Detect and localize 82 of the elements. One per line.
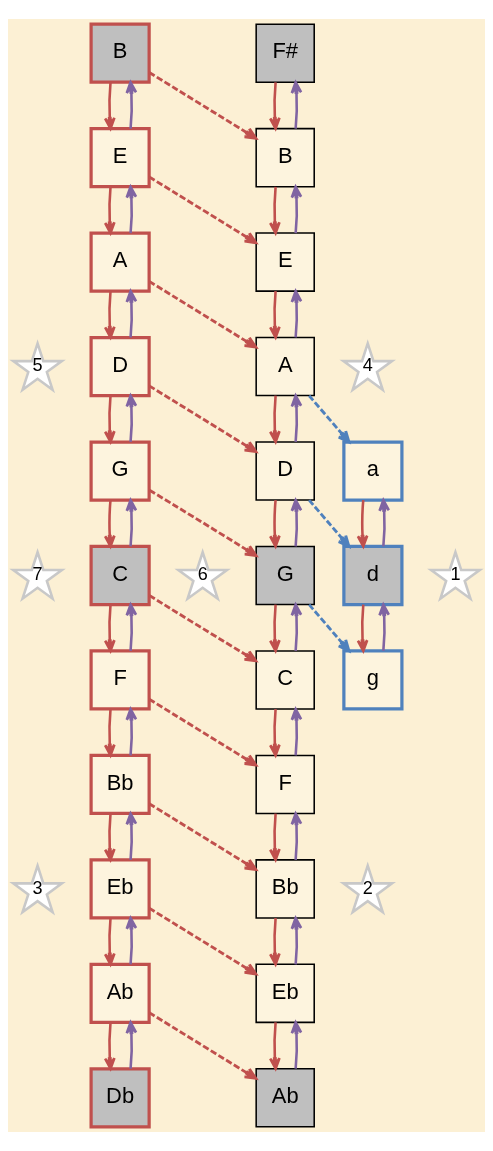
arrow	[103, 604, 116, 653]
node-box: Ab	[255, 1068, 315, 1128]
arrow	[356, 604, 369, 653]
node-box: E	[89, 127, 151, 189]
arrow	[268, 917, 281, 966]
node-box: g	[342, 649, 404, 711]
arrow	[148, 280, 258, 349]
arrow	[148, 384, 258, 454]
arrow	[148, 594, 258, 663]
arrow	[125, 498, 138, 547]
arrow	[125, 812, 138, 860]
arrow	[268, 395, 281, 444]
node-box: D	[255, 441, 315, 501]
node-box: Db	[89, 1067, 151, 1129]
node-box: C	[89, 544, 151, 607]
node-box: D	[89, 335, 151, 398]
node-box: Bb	[89, 753, 151, 816]
arrow	[103, 82, 116, 130]
arrow	[103, 1022, 116, 1070]
arrow	[103, 917, 116, 966]
node-box: B	[255, 127, 315, 188]
arrow	[125, 394, 138, 443]
node-box: Eb	[255, 963, 315, 1024]
node-box: d	[342, 544, 404, 607]
arrow	[290, 707, 303, 756]
arrow	[148, 488, 258, 558]
node-box: F#	[255, 23, 315, 83]
node-box: E	[255, 232, 315, 292]
arrow	[103, 709, 116, 757]
arrow	[290, 81, 303, 129]
arrow	[268, 709, 281, 757]
node-box: Eb	[89, 858, 151, 920]
arrow	[356, 500, 369, 548]
arrow	[125, 289, 138, 338]
node-box: A	[255, 336, 315, 397]
arrow	[103, 500, 116, 548]
node-box: A	[89, 231, 151, 293]
arrow	[148, 698, 258, 767]
arrow	[125, 603, 138, 651]
arrow	[268, 291, 281, 339]
arrow	[268, 1022, 281, 1070]
node-box: a	[342, 440, 404, 502]
arrow	[290, 185, 303, 234]
arrow	[268, 186, 281, 235]
arrow	[268, 500, 281, 548]
arrow	[103, 291, 116, 339]
arrow	[103, 186, 116, 235]
node-box: B	[89, 22, 151, 84]
arrow	[268, 813, 281, 862]
node-box: G	[255, 545, 315, 606]
node-box: F	[255, 754, 315, 815]
arrow	[308, 603, 351, 653]
arrow	[308, 499, 351, 548]
arrow	[290, 498, 303, 547]
arrow	[148, 906, 258, 976]
arrow	[290, 289, 303, 338]
node-box: F	[89, 649, 151, 711]
arrow	[268, 604, 281, 653]
arrow	[103, 813, 116, 862]
arrow	[125, 81, 138, 129]
arrow	[125, 185, 138, 234]
node-box: G	[89, 440, 151, 502]
arrow	[148, 1011, 258, 1080]
arrow	[103, 395, 116, 444]
arrow	[268, 82, 281, 130]
arrow	[148, 175, 258, 245]
node-box: Ab	[89, 962, 151, 1024]
arrow	[378, 498, 391, 547]
node-box: Bb	[255, 859, 315, 919]
arrow	[125, 1021, 138, 1069]
arrow	[148, 802, 258, 871]
arrow	[125, 916, 138, 965]
arrow	[290, 394, 303, 443]
arrow	[290, 603, 303, 651]
arrow	[125, 707, 138, 756]
arrow	[290, 916, 303, 965]
arrow	[378, 603, 391, 651]
arrow	[290, 1021, 303, 1069]
arrow	[290, 812, 303, 860]
arrow	[308, 394, 351, 444]
arrow	[148, 71, 258, 140]
node-box: C	[255, 650, 315, 710]
